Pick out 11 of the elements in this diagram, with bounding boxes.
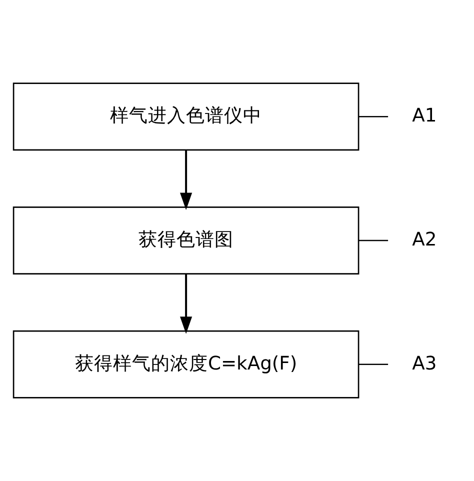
arrow <box>180 150 192 210</box>
node-text: A1 <box>412 106 437 127</box>
node-text: A3 <box>412 353 437 374</box>
connector <box>358 116 388 118</box>
connector <box>358 240 388 242</box>
arrow <box>180 274 192 334</box>
connector <box>358 364 388 366</box>
node-box: 样气进入色谱仪中 <box>12 82 360 151</box>
node-text: A2 <box>412 229 437 250</box>
node-box: 获得色谱图 <box>12 206 360 274</box>
node-box: 获得样气的浓度C=kAg(F) <box>12 330 360 398</box>
